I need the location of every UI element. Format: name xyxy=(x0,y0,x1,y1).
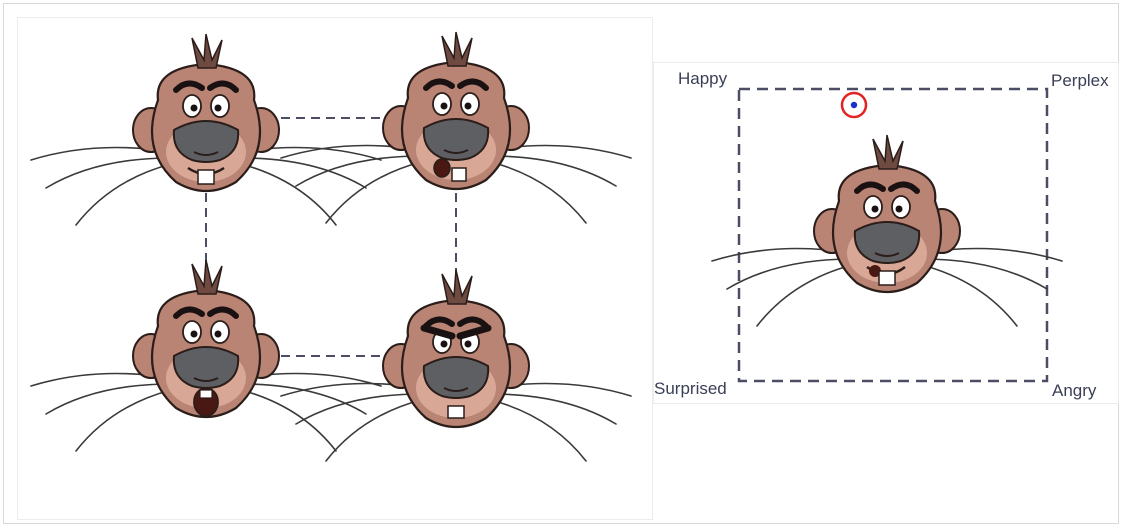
blend-point[interactable] xyxy=(851,102,857,108)
pose-grid-panel xyxy=(17,17,653,520)
blend-control-svg xyxy=(654,63,1120,405)
pose-grid-svg xyxy=(18,18,654,521)
blend-control-panel: Happy Perplex Surprised Angry xyxy=(653,62,1119,404)
pose-angry xyxy=(281,270,631,461)
label-happy: Happy xyxy=(678,69,727,89)
label-perplex: Perplex xyxy=(1051,71,1109,91)
blended-face xyxy=(712,135,1062,326)
label-angry: Angry xyxy=(1052,381,1096,401)
label-surprised: Surprised xyxy=(654,379,727,399)
